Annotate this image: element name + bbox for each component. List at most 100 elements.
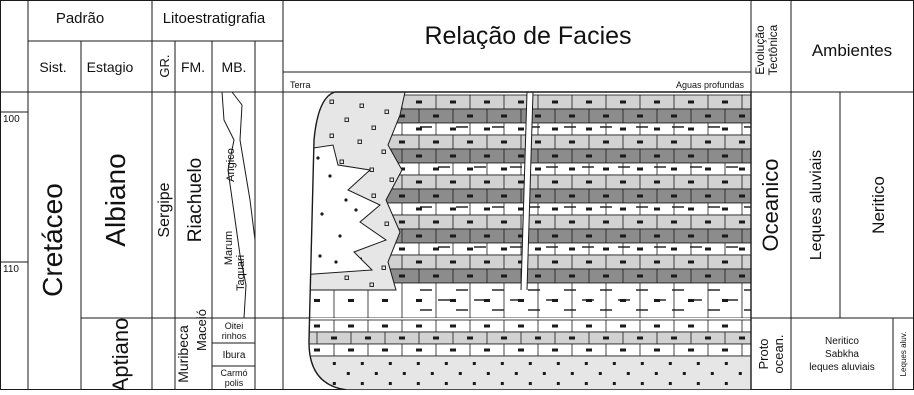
brick-mark: [552, 324, 558, 328]
brick-mark: [535, 220, 541, 224]
grain: [374, 372, 378, 375]
grain: [344, 198, 348, 202]
brick-mark: [722, 299, 728, 302]
brick-mark: [399, 140, 405, 144]
grain: [556, 382, 560, 385]
brick-mark: [671, 220, 677, 224]
brick-mark: [620, 180, 626, 184]
brick-mark: [569, 247, 575, 251]
brick-mark: [739, 140, 745, 144]
brick-mark: [586, 324, 592, 328]
label-sergipe: Sergipe: [156, 182, 173, 237]
brick-mark: [484, 100, 490, 104]
grain: [320, 212, 324, 216]
brick-mark: [705, 194, 711, 198]
grain: [724, 362, 728, 365]
label-lower-sabkha: Sabkha: [825, 349, 859, 360]
brick-mark: [450, 260, 456, 264]
brick-mark: [501, 336, 507, 340]
grain: [328, 174, 332, 178]
brick-mark: [654, 180, 660, 184]
brick-mark: [586, 260, 592, 264]
brick-mark: [484, 180, 490, 184]
brick-mark: [705, 220, 711, 224]
brick-mark: [722, 207, 728, 211]
brick-mark: [637, 194, 643, 198]
brick-mark: [399, 336, 405, 340]
facies-background: [308, 94, 779, 319]
brick-mark: [705, 167, 711, 171]
brick-mark: [552, 180, 558, 184]
brick-mark: [348, 348, 354, 352]
brick-mark: [416, 207, 422, 211]
grain: [388, 362, 392, 365]
brick-mark: [535, 247, 541, 251]
brick-mark: [399, 274, 405, 278]
brick-mark: [603, 194, 609, 198]
brick-mark: [756, 155, 762, 158]
brick-mark: [450, 299, 456, 302]
brick-mark: [450, 234, 456, 238]
grain: [329, 133, 334, 138]
brick-mark: [416, 260, 422, 264]
brick-mark: [739, 336, 745, 340]
brick-mark: [620, 324, 626, 328]
grain: [472, 382, 476, 385]
brick-mark: [450, 207, 456, 211]
brick-mark: [637, 114, 643, 118]
brick-mark: [535, 194, 541, 198]
brick-mark: [399, 114, 405, 118]
brick-mark: [450, 348, 456, 352]
brick-mark: [688, 234, 694, 238]
brick-mark: [484, 299, 490, 302]
grain: [682, 372, 686, 375]
label-muribeca: Muribeca: [175, 325, 191, 383]
grain: [430, 372, 434, 375]
grain: [556, 362, 560, 365]
grain: [696, 362, 700, 365]
grain: [329, 99, 334, 104]
brick-mark: [382, 348, 388, 352]
brick-mark: [535, 167, 541, 171]
grain: [500, 382, 504, 385]
brick-mark: [518, 348, 524, 352]
brick-mark: [773, 141, 779, 144]
grain: [344, 117, 349, 122]
brick-mark: [603, 220, 609, 224]
age-scale: 100 110: [3, 114, 20, 275]
grain: [472, 362, 476, 365]
brick-mark: [501, 114, 507, 118]
grain: [369, 282, 374, 287]
brick-mark: [416, 127, 422, 131]
brick-mark: [722, 180, 728, 184]
label-carmo-2: polis: [225, 378, 244, 388]
grain: [332, 362, 336, 365]
brick-mark: [705, 140, 711, 144]
grain: [360, 362, 364, 365]
grain: [416, 382, 420, 385]
grain: [486, 372, 490, 375]
label-marum: Marum: [223, 231, 235, 265]
brick-mark: [688, 348, 694, 352]
brick-mark: [382, 324, 388, 328]
brick-mark: [620, 100, 626, 104]
brick-mark: [552, 207, 558, 211]
brick-mark: [586, 207, 592, 211]
brick-mark: [756, 128, 762, 131]
scale-tick-100: 100: [3, 114, 20, 125]
brick-mark: [518, 154, 524, 158]
brick-mark: [637, 247, 643, 251]
grain: [402, 372, 406, 375]
grain: [514, 372, 518, 375]
grain: [584, 382, 588, 385]
brick-mark: [586, 154, 592, 158]
grain: [389, 177, 394, 182]
label-oitei-2: rinhos: [222, 331, 247, 341]
brick-mark: [467, 274, 473, 278]
scale-tick-110: 110: [3, 264, 19, 275]
brick-mark: [654, 348, 660, 352]
brick-mark: [416, 180, 422, 184]
header-aguas: Aguas profundas: [676, 80, 745, 90]
